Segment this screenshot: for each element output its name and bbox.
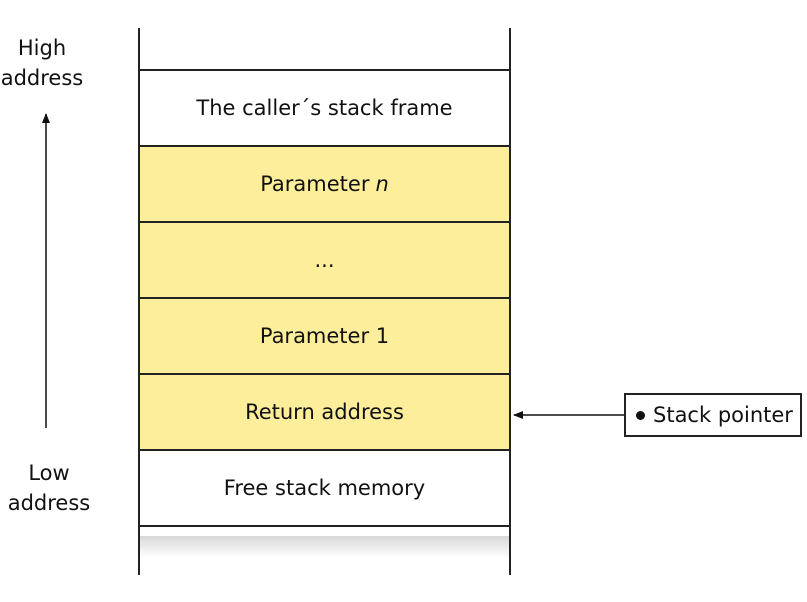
cell-label: Return address bbox=[245, 400, 404, 424]
stack-cell-ellipsis: ... bbox=[140, 223, 509, 299]
stack-cell-parameter-n: Parameter n bbox=[140, 147, 509, 223]
cell-label: ... bbox=[314, 248, 335, 272]
cell-label-italic: n bbox=[375, 172, 389, 196]
low-address-text: Low address bbox=[7, 461, 91, 515]
high-address-label: High address bbox=[0, 33, 84, 93]
stack-pointer-label: Stack pointer bbox=[653, 403, 793, 427]
stack-cell-free-memory: Free stack memory bbox=[140, 451, 509, 527]
stack: The caller´s stack frame Parameter n ...… bbox=[140, 69, 509, 527]
stack-cell-return-address: Return address bbox=[140, 375, 509, 451]
low-address-label: Low address bbox=[4, 458, 94, 518]
stack-cell-caller-frame: The caller´s stack frame bbox=[140, 69, 509, 147]
stack-pointer-box: Stack pointer bbox=[624, 393, 802, 437]
cell-label: Parameter bbox=[260, 172, 370, 196]
cell-label: Free stack memory bbox=[223, 476, 426, 500]
stack-cell-parameter-1: Parameter 1 bbox=[140, 299, 509, 375]
stack-shadow bbox=[140, 536, 509, 558]
cell-label: Parameter 1 bbox=[259, 324, 390, 348]
stack-pointer-dot-icon bbox=[636, 410, 645, 420]
cell-label: The caller´s stack frame bbox=[196, 96, 453, 120]
high-address-text: High address bbox=[0, 36, 84, 90]
